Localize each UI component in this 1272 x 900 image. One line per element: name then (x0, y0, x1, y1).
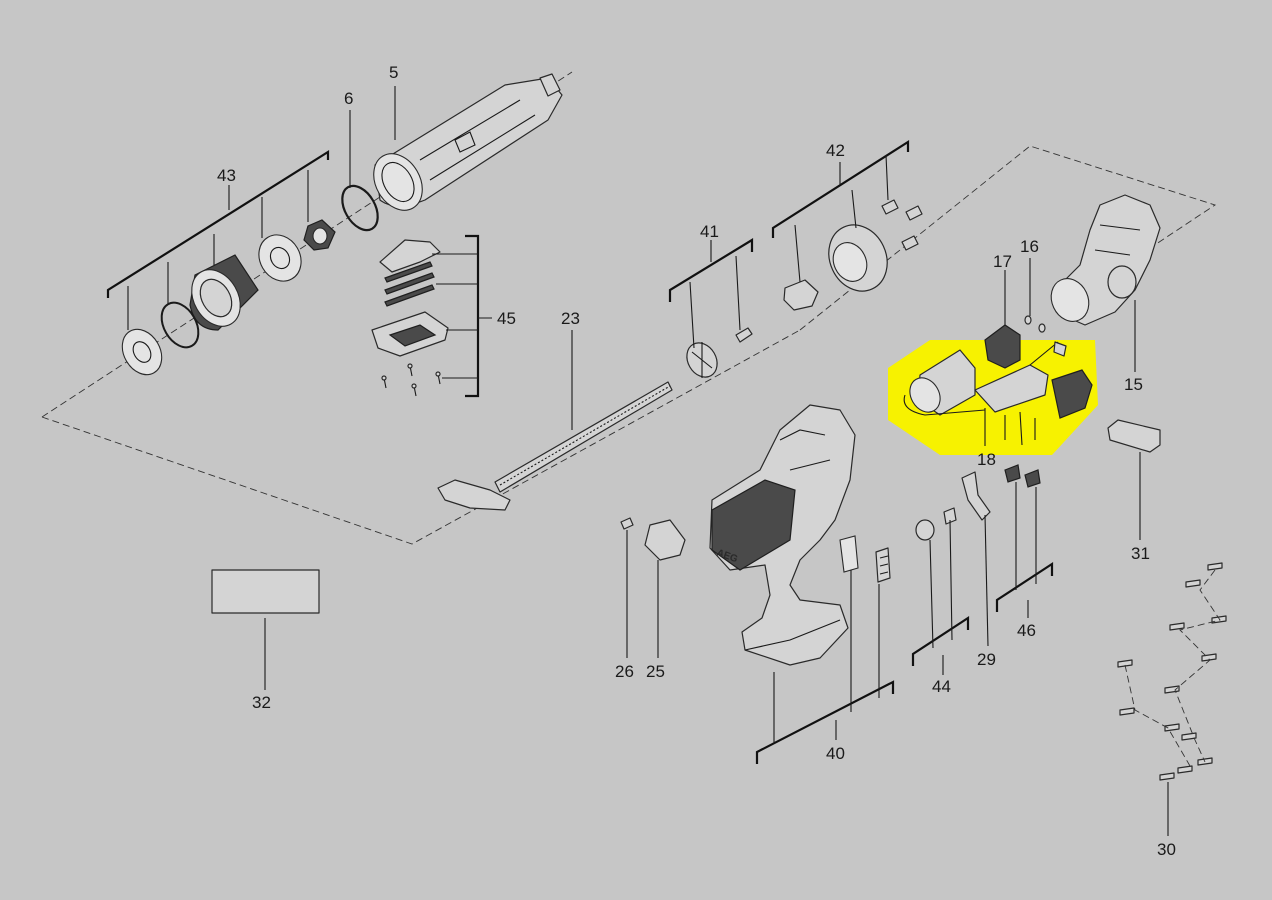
part-40-side-covers[interactable] (839, 535, 891, 583)
part-30-screws[interactable] (1117, 562, 1227, 781)
label-41: 41 (700, 222, 719, 241)
part-32-label-plate[interactable] (211, 569, 320, 614)
part-18-motor-electronics[interactable] (903, 341, 1093, 446)
part-6-o-ring[interactable] (335, 180, 385, 237)
label-23: 23 (561, 309, 580, 328)
part-46-contact-set[interactable] (1004, 464, 1041, 488)
part-41-plunger-disc[interactable] (681, 327, 753, 383)
label-40: 40 (826, 744, 845, 763)
label-45: 45 (497, 309, 516, 328)
part-43-end-cap-assembly[interactable] (114, 219, 336, 382)
part-26-screw[interactable] (620, 517, 634, 530)
label-26: 26 (615, 662, 634, 681)
label-15: 15 (1124, 375, 1143, 394)
label-30: 30 (1157, 840, 1176, 859)
label-25: 25 (646, 662, 665, 681)
label-31: 31 (1131, 544, 1150, 563)
label-17: 17 (993, 252, 1012, 271)
part-17-motor-bracket[interactable] (984, 324, 1021, 369)
label-46: 46 (1017, 621, 1036, 640)
part-40-housing[interactable]: AEG (709, 404, 856, 666)
label-32: 32 (252, 693, 271, 712)
part-16-small-pin[interactable] (1024, 315, 1046, 333)
part-25-clip[interactable] (644, 519, 686, 561)
label-16: 16 (1020, 237, 1039, 256)
part-44-knob-set[interactable] (915, 507, 957, 541)
part-45-pawl-set[interactable] (371, 239, 449, 397)
callout-lines (106, 86, 1169, 836)
part-15-gearbox[interactable] (1044, 194, 1161, 328)
label-18: 18 (977, 450, 996, 469)
label-6: 6 (344, 89, 353, 108)
label-44: 44 (932, 677, 951, 696)
label-42: 42 (826, 141, 845, 160)
part-5-cartridge-holder[interactable] (364, 73, 563, 219)
part-23-plunger-rod[interactable] (437, 381, 673, 511)
part-31-trigger-block[interactable] (1107, 419, 1161, 453)
label-29: 29 (977, 650, 996, 669)
callout-labels: 5 6 43 45 23 41 42 16 17 15 18 31 46 29 … (217, 63, 1176, 859)
label-43: 43 (217, 166, 236, 185)
part-29-switch-lever[interactable] (961, 471, 991, 521)
part-42-gear-plate[interactable] (783, 199, 923, 311)
label-5: 5 (389, 63, 398, 82)
